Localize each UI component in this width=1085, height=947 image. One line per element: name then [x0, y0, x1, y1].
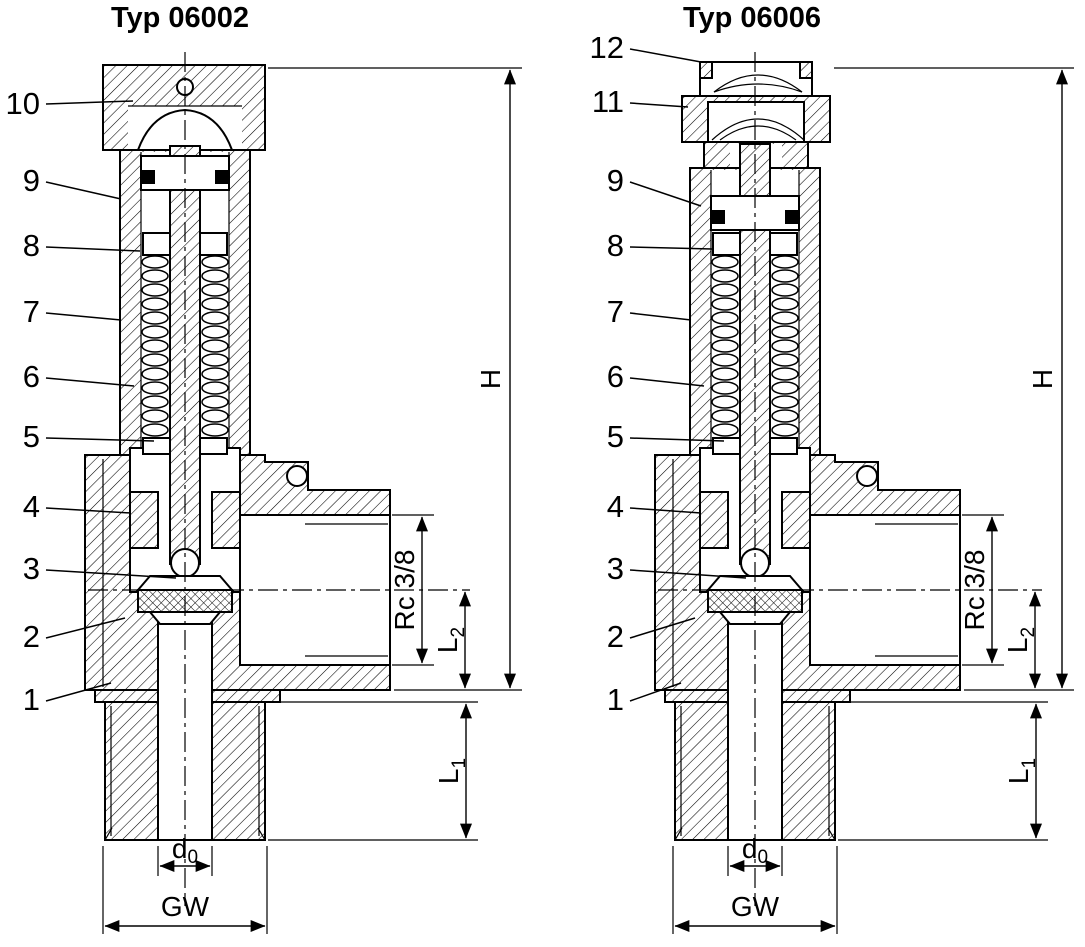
part-label: 5: [607, 419, 624, 454]
right-dimensions: H Rc 3/8 L2 L1 d0 GW: [672, 67, 1074, 934]
dim-label-H: H: [475, 369, 506, 389]
part-label: 4: [23, 489, 40, 524]
part-label: 2: [607, 619, 624, 654]
part-label: 9: [607, 163, 624, 198]
dim-label-d0: d0: [742, 833, 768, 868]
dim-label-d0: d0: [172, 833, 198, 868]
part-label: 8: [607, 228, 624, 263]
dim-label-gw: GW: [731, 891, 780, 922]
part-label: 2: [23, 619, 40, 654]
left-dimensions: H Rc 3/8 L2 L1 d0 GW: [102, 67, 522, 934]
part-label: 12: [590, 30, 624, 65]
valve-06002: [84, 52, 470, 906]
part-label: 11: [592, 84, 624, 119]
part-label: 6: [23, 359, 40, 394]
left-valve-title: Typ 06002: [111, 2, 249, 34]
valve-body: [84, 447, 391, 841]
part-label: 3: [23, 551, 40, 586]
dim-label-l2: L2: [1002, 627, 1039, 653]
dim-label-rc: Rc 3/8: [959, 550, 990, 631]
dim-label-l1: L1: [1003, 758, 1040, 784]
dim-label-rc: Rc 3/8: [389, 550, 420, 631]
part-label: 1: [23, 682, 40, 717]
part-label: 6: [607, 359, 624, 394]
part-label: 7: [23, 294, 40, 329]
dim-label-H: H: [1027, 369, 1058, 389]
part-label: 5: [23, 419, 40, 454]
left-part-labels: 10 9 8 7 6 5 4 3 2 1: [6, 86, 177, 717]
part-label: 10: [6, 86, 40, 121]
part-label: 1: [607, 682, 624, 717]
dim-label-l2: L2: [432, 627, 469, 653]
dim-label-l1: L1: [433, 758, 470, 784]
right-valve-title: Typ 06006: [683, 2, 821, 34]
part-label: 3: [607, 551, 624, 586]
part-label: 8: [23, 228, 40, 263]
part-label: 9: [23, 163, 40, 198]
part-label: 4: [607, 489, 624, 524]
valve-body: [654, 447, 961, 841]
cap-nut: [102, 64, 266, 151]
part-label: 7: [607, 294, 624, 329]
dim-label-gw: GW: [161, 891, 210, 922]
right-part-labels: 12 11 9 8 7 6 5 4 3 2 1: [590, 30, 747, 717]
lifting-knob: [681, 61, 831, 169]
valve-06006: [654, 52, 1042, 906]
